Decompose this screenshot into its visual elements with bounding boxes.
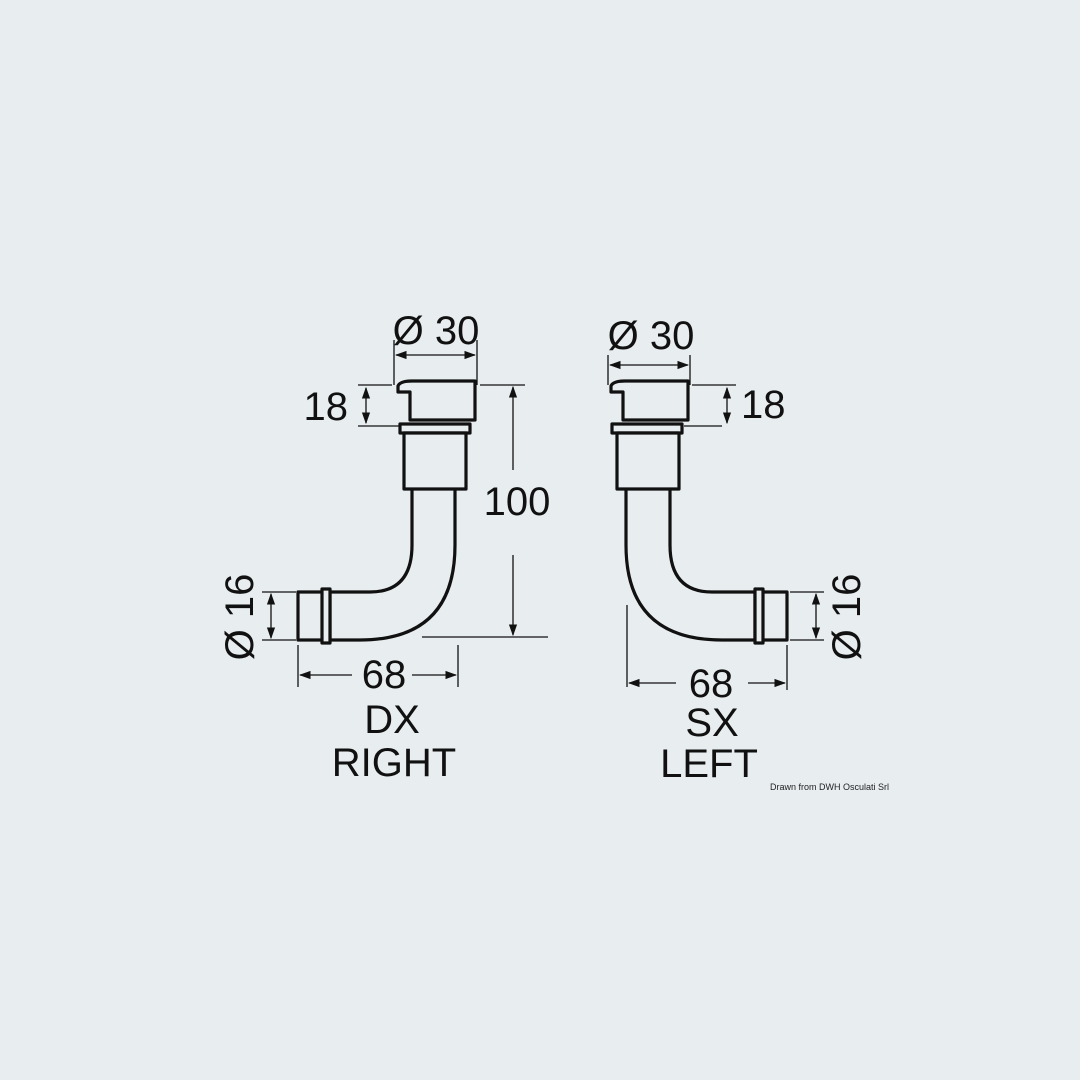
right-side-code: DX [364, 698, 420, 742]
right-fitting [296, 379, 477, 645]
left-cap-diameter-label: Ø 30 [608, 314, 695, 358]
left-fitting-tube [624, 489, 755, 642]
right-fitting-hose-ring [320, 587, 332, 645]
left-length-label: 68 [689, 662, 734, 706]
right-total-height-label: 100 [484, 480, 551, 524]
right-side-name: RIGHT [332, 741, 456, 785]
left-side-code: SX [685, 701, 738, 745]
left-outlet-diameter-label: Ø 16 [825, 574, 869, 661]
right-cap-diameter-label: Ø 30 [393, 309, 480, 353]
right-fitting-cap [396, 379, 477, 422]
right-length-label: 68 [362, 653, 407, 697]
left-fitting-hose-ring [753, 587, 765, 645]
right-cap-height-label: 18 [304, 385, 349, 429]
right-fitting-dimensions [262, 340, 548, 687]
right-fitting-shank [402, 431, 468, 491]
left-fitting-dimensions [607, 355, 824, 690]
credit-text: Drawn from DWH Osculati Srl [770, 782, 889, 792]
left-fitting [609, 379, 789, 645]
left-side-name: LEFT [660, 742, 758, 786]
right-outlet-diameter-label: Ø 16 [218, 574, 262, 661]
right-fitting-tube [330, 489, 457, 642]
left-fitting-cap [609, 379, 690, 422]
left-fitting-shank [615, 431, 681, 491]
left-cap-height-label: 18 [741, 383, 786, 427]
